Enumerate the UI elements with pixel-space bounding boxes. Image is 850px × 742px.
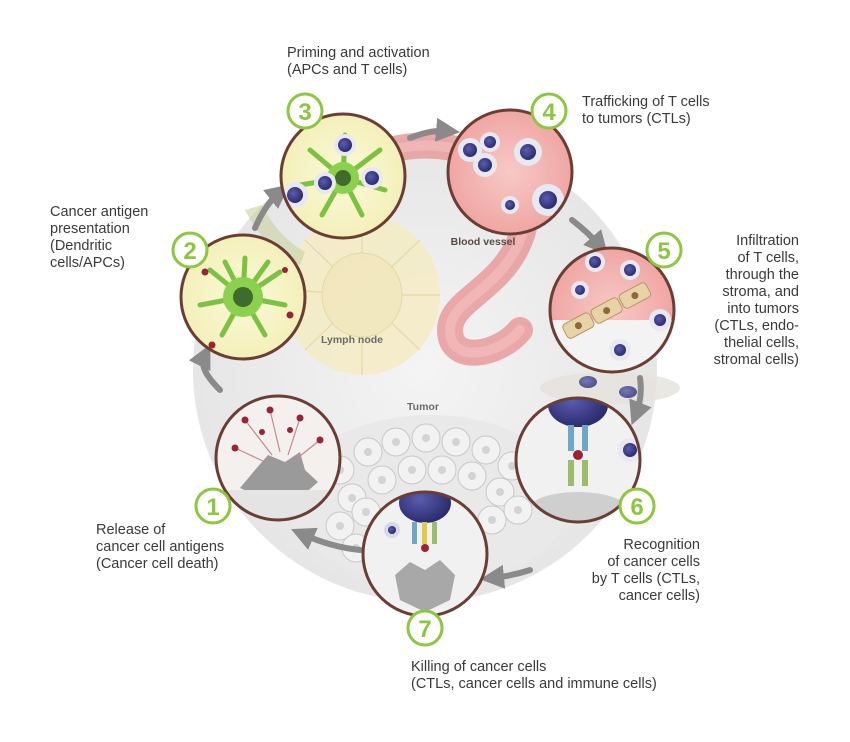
lymph-node-label: Lymph node <box>321 334 383 346</box>
arrow-7-to-1 <box>291 527 363 553</box>
arrow-3-to-4 <box>407 117 460 142</box>
step-2-label-line: (Dendritic <box>50 238 113 254</box>
step-5-label-line: stroma, and <box>722 284 799 300</box>
step-2-badge: 2 <box>171 231 209 269</box>
step-5-label-line: thelial cells, <box>724 335 799 351</box>
step-3-label: Priming and activation (APCs and T cells… <box>287 45 430 79</box>
stroma-streak <box>540 372 680 404</box>
step-badges: 1 2 3 4 5 6 7 <box>171 92 683 647</box>
step-2-label-line: cells/APCs) <box>50 255 125 271</box>
step-3-badge: 3 <box>286 92 324 130</box>
svg-text:1: 1 <box>206 494 219 521</box>
step-7-badge: 7 <box>406 609 444 647</box>
step-1-badge: 1 <box>194 487 232 525</box>
svg-text:4: 4 <box>542 99 556 126</box>
arrow-2-to-3 <box>252 184 290 231</box>
blood-vessel-label: Blood vessel <box>451 236 516 248</box>
step-7-label: Killing of cancer cells (CTLs, cancer ce… <box>411 659 657 693</box>
step-1-label-line: Release of <box>96 522 166 538</box>
svg-text:6: 6 <box>630 494 643 521</box>
tumor-label: Tumor <box>407 401 439 413</box>
step-5-label-line: (CTLs, endo- <box>714 318 799 334</box>
step-1-label-line: cancer cell antigens <box>96 539 225 555</box>
step-2-label: Cancer antigen presentation (Dendritic c… <box>50 204 148 272</box>
step-3-circle <box>279 112 407 240</box>
step-5-circle <box>548 246 676 374</box>
step-1-label: Release of cancer cell antigens (Cancer … <box>96 522 224 573</box>
step-6-label: Recognition of cancer cells by T cells (… <box>592 537 700 605</box>
step-6-label-line: cancer cells) <box>618 588 700 604</box>
step-6-label-line: of cancer cells <box>607 554 700 570</box>
step-5-label-line: of T cells, <box>737 250 799 266</box>
step-6-label-line: by T cells (CTLs, <box>591 571 700 587</box>
step-2-label-line: presentation <box>50 221 130 237</box>
lymph-node-illustration <box>245 205 440 375</box>
step-6-label-line: Recognition <box>623 537 700 553</box>
svg-text:7: 7 <box>418 616 431 643</box>
step-5-label-line: into tumors <box>727 301 799 317</box>
step-3-label-line: Priming and activation <box>287 45 430 61</box>
step-7-label-line: Killing of cancer cells <box>411 659 547 675</box>
step-6-badge: 6 <box>618 487 656 525</box>
step-5-label: Infiltration of T cells, through the str… <box>714 233 799 369</box>
step-7-circle <box>361 490 489 618</box>
step-7-label-line: (CTLs, cancer cells and immune cells) <box>411 676 657 692</box>
cycle-arrows <box>188 117 652 589</box>
arrow-6-to-7 <box>480 564 533 589</box>
step-3-label-line: (APCs and T cells) <box>287 62 408 78</box>
arrow-5-to-6 <box>629 375 652 426</box>
step-5-label-line: Infiltration <box>736 233 799 249</box>
arrow-4-to-5 <box>569 217 608 256</box>
step-4-label: Trafficking of T cells to tumors (CTLs) <box>582 94 710 128</box>
step-4-label-line: to tumors (CTLs) <box>582 111 691 127</box>
step-2-circle <box>179 233 307 361</box>
step-5-label-line: through the <box>725 267 799 283</box>
step-4-circle <box>446 108 574 236</box>
svg-text:3: 3 <box>298 99 311 126</box>
arrow-1-to-2 <box>188 344 223 393</box>
step-5-badge: 5 <box>645 231 683 269</box>
step-4-badge: 4 <box>530 92 568 130</box>
step-5-label-line: stromal cells) <box>713 352 799 368</box>
step-2-label-line: Cancer antigen <box>50 204 149 220</box>
step-4-label-line: Trafficking of T cells <box>582 94 710 110</box>
svg-text:5: 5 <box>657 238 670 265</box>
step-1-label-line: (Cancer cell death) <box>96 556 219 572</box>
svg-text:2: 2 <box>183 238 196 265</box>
step-1-circle <box>214 394 342 522</box>
